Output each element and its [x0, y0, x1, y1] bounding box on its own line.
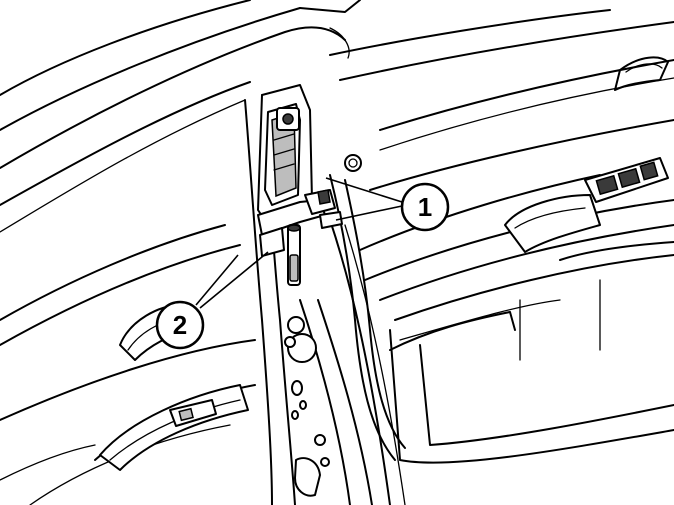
roof-pillar-lines — [0, 0, 361, 233]
callout-1-circle — [400, 182, 450, 232]
front-door-panel — [0, 224, 256, 505]
callout-2-circle — [155, 300, 205, 350]
callout-2-label: 2 — [173, 310, 187, 340]
rear-door-frame — [329, 9, 674, 151]
callout-1-label: 1 — [418, 192, 432, 222]
seatbelt-pretensioner-unit — [257, 84, 343, 286]
door-seal — [329, 154, 406, 461]
callout-2: 2 — [155, 251, 269, 350]
rear-door-panel — [359, 119, 674, 464]
callout-1: 1 — [325, 177, 450, 232]
